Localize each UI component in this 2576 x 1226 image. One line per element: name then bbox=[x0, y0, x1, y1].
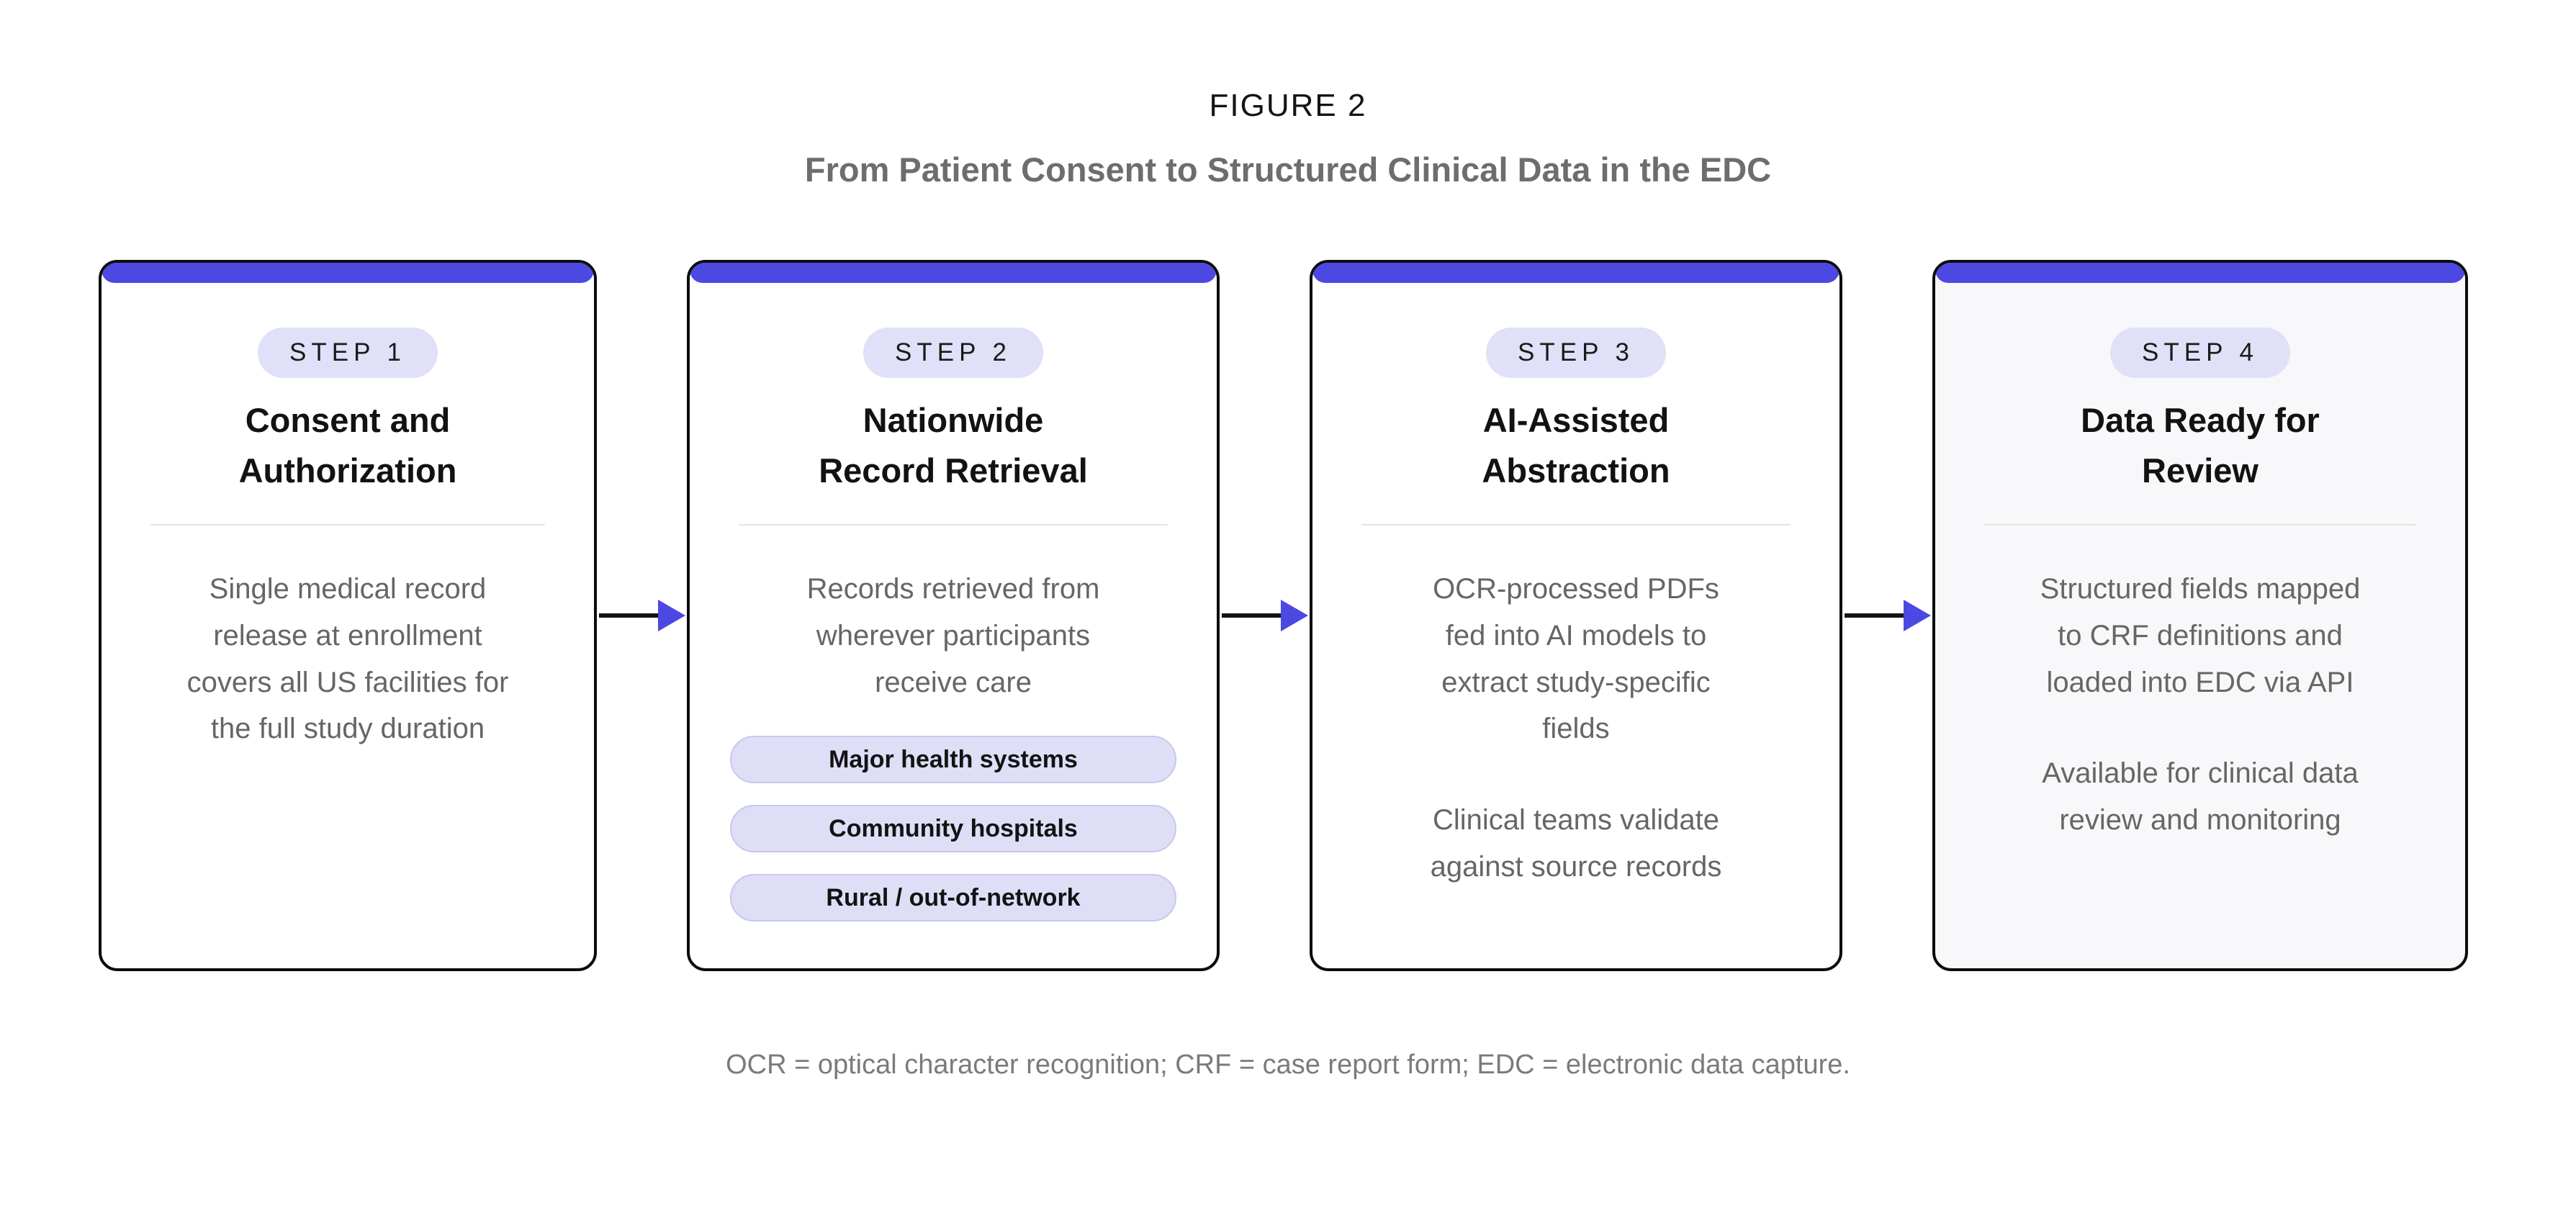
step-4-card: STEP 4 Data Ready for Review Structured … bbox=[1932, 260, 2468, 971]
step-4-divider bbox=[1984, 524, 2416, 526]
process-flow: STEP 1 Consent and Authorization Single … bbox=[99, 260, 2468, 971]
step-2-body: Records retrieved from wherever particip… bbox=[784, 566, 1122, 706]
step-4-title: Data Ready for Review bbox=[2081, 401, 2320, 490]
step-1-accent-bar bbox=[102, 263, 594, 283]
step-4-body: Structured fields mapped to CRF definiti… bbox=[2035, 566, 2366, 844]
step-3-title: AI-Assisted Abstraction bbox=[1482, 401, 1670, 490]
figure-label: FIGURE 2 bbox=[1209, 88, 1367, 123]
step-2-accent-bar bbox=[690, 263, 1217, 283]
flow-arrow-1 bbox=[597, 260, 687, 971]
step-3-body: OCR-processed PDFs fed into AI models to… bbox=[1410, 566, 1742, 891]
step-1-title: Consent and Authorization bbox=[238, 401, 457, 490]
step-2-badge: STEP 2 bbox=[863, 328, 1043, 378]
step-2-card: STEP 2 Nationwide Record Retrieval Recor… bbox=[687, 260, 1220, 971]
chip-major-health-systems: Major health systems bbox=[730, 736, 1176, 784]
arrow-right-icon bbox=[1221, 600, 1308, 631]
step-3-paragraph: Clinical teams validate against source r… bbox=[1430, 804, 1722, 883]
step-4-badge: STEP 4 bbox=[2110, 328, 2290, 378]
step-3-paragraph: OCR-processed PDFs fed into AI models to… bbox=[1433, 573, 1719, 745]
flow-arrow-2 bbox=[1220, 260, 1310, 971]
figure-title: From Patient Consent to Structured Clini… bbox=[804, 150, 1772, 189]
step-3-divider bbox=[1361, 524, 1791, 526]
arrow-right-icon bbox=[1844, 600, 1931, 631]
step-3-card: STEP 3 AI-Assisted Abstraction OCR-proce… bbox=[1310, 260, 1842, 971]
step-2-paragraph: Records retrieved from wherever particip… bbox=[806, 573, 1100, 698]
abbreviation-footnote: OCR = optical character recognition; CRF… bbox=[726, 1050, 1850, 1080]
flow-arrow-3 bbox=[1842, 260, 1932, 971]
step-4-paragraph: Available for clinical data review and m… bbox=[2042, 757, 2359, 837]
step-4-paragraph: Structured fields mapped to CRF definiti… bbox=[2040, 573, 2361, 698]
step-1-paragraph: Single medical record release at enrollm… bbox=[186, 573, 509, 745]
step-1-card: STEP 1 Consent and Authorization Single … bbox=[99, 260, 597, 971]
step-1-body: Single medical record release at enrollm… bbox=[175, 566, 521, 752]
step-1-divider bbox=[150, 524, 545, 526]
step-2-source-chips: Major health systems Community hospitals… bbox=[690, 736, 1217, 922]
figure-header: FIGURE 2 From Patient Consent to Structu… bbox=[0, 0, 2576, 189]
chip-community-hospitals: Community hospitals bbox=[730, 805, 1176, 853]
step-1-badge: STEP 1 bbox=[258, 328, 438, 378]
step-4-accent-bar bbox=[1935, 263, 2465, 283]
arrow-right-icon bbox=[598, 600, 685, 631]
step-3-accent-bar bbox=[1312, 263, 1839, 283]
step-2-title: Nationwide Record Retrieval bbox=[819, 401, 1088, 490]
step-2-divider bbox=[739, 524, 1168, 526]
step-3-badge: STEP 3 bbox=[1486, 328, 1666, 378]
chip-rural-out-of-network: Rural / out-of-network bbox=[730, 874, 1176, 922]
